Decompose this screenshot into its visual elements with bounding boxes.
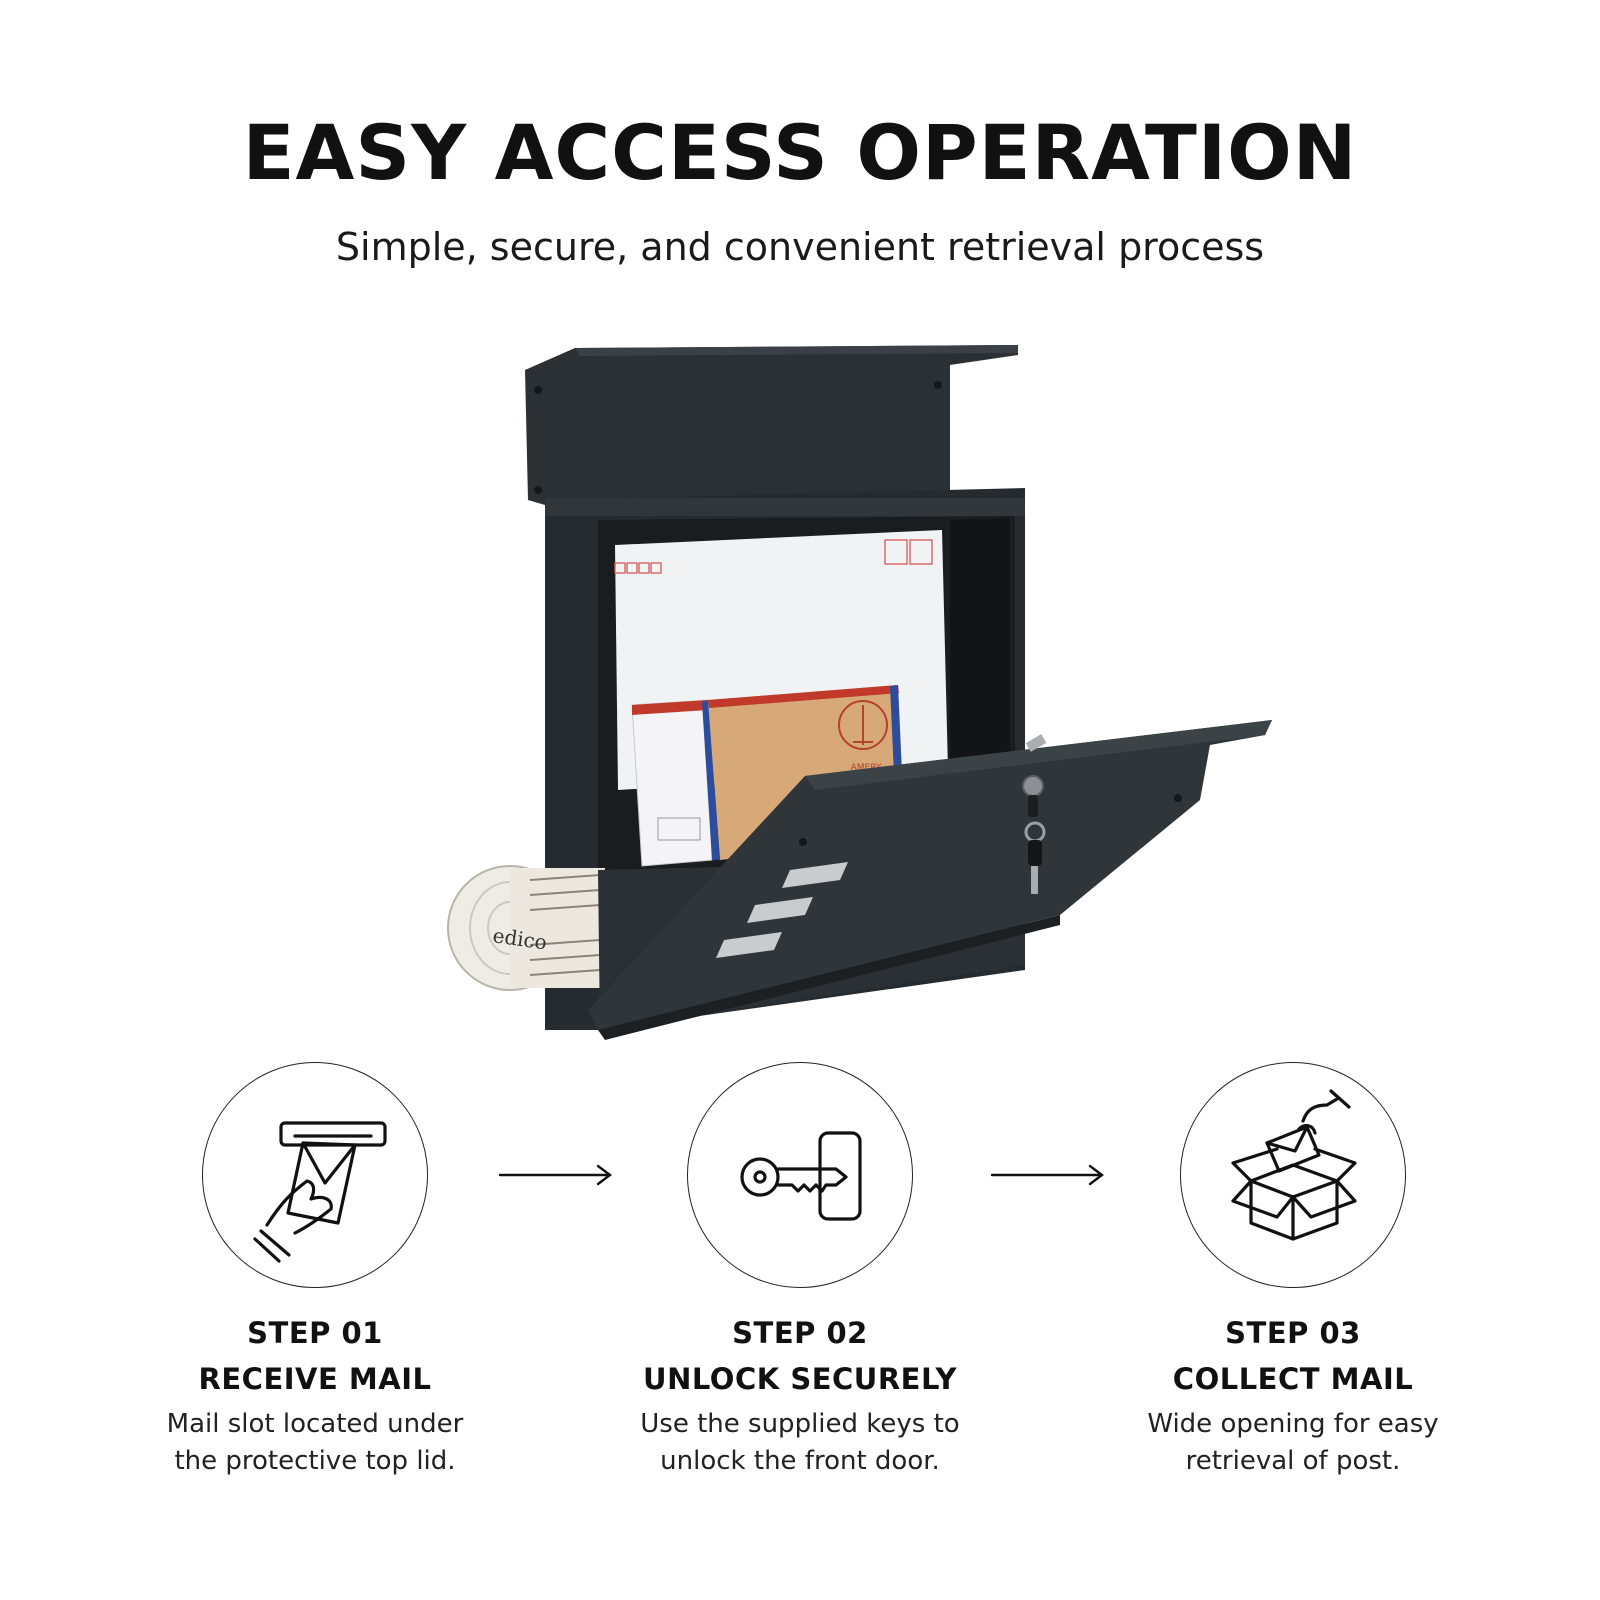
step-1-text: STEP 01 RECEIVE MAIL Mail slot located u… (115, 1310, 515, 1480)
step-2-number: STEP 02 (732, 1316, 868, 1350)
mailbox-lid (525, 345, 1018, 505)
step-2-name: UNLOCK SECURELY (643, 1362, 957, 1396)
page-title: EASY ACCESS OPERATION (242, 108, 1358, 197)
newspaper-roll: edico (447, 865, 605, 991)
step-3-number: STEP 03 (1225, 1316, 1361, 1350)
mailbox-door (588, 720, 1272, 1030)
step-1-number: STEP 01 (247, 1316, 383, 1350)
step-2-icon-circle (687, 1062, 913, 1288)
arrow-icon (990, 1164, 1104, 1186)
step-2-description: Use the supplied keys to unlock the fron… (640, 1409, 960, 1476)
step-3-name: COLLECT MAIL (1172, 1362, 1414, 1396)
step-1-name: RECEIVE MAIL (198, 1362, 432, 1396)
page-subtitle: Simple, secure, and convenient retrieval… (335, 225, 1265, 269)
lock-cylinder (1022, 775, 1044, 797)
step-3-description: Wide opening for easy retrieval of post. (1147, 1409, 1439, 1476)
arrow-icon (498, 1164, 612, 1186)
step-1-description: Mail slot located under the protective t… (166, 1409, 464, 1476)
step-1-icon-circle (202, 1062, 428, 1288)
key-lock-icon (740, 1131, 862, 1221)
mail-slot-hand-icon (253, 1121, 387, 1263)
airmail-envelope (631, 699, 713, 867)
open-box-letter-icon (1231, 1089, 1357, 1241)
step-2-text: STEP 02 UNLOCK SECURELY Use the supplied… (600, 1310, 1000, 1480)
mailbox-illustration: AMERY edico (447, 345, 1272, 1040)
step-3-text: STEP 03 COLLECT MAIL Wide opening for ea… (1093, 1310, 1493, 1480)
step-3-icon-circle (1180, 1062, 1406, 1288)
stamp-text: AMERY (851, 763, 882, 773)
